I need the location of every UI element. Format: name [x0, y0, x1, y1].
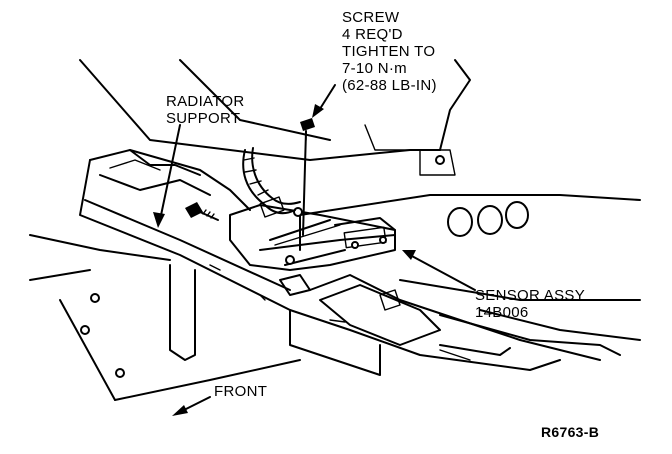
- figure-reference: R6763-B: [541, 424, 600, 440]
- screw-callout: SCREW 4 REQ'D TIGHTEN TO 7-10 N·m (62-88…: [342, 9, 437, 94]
- screw-callout-line: TIGHTEN TO: [342, 43, 436, 60]
- body-panel: [79, 59, 641, 251]
- radiator-support-line: SUPPORT: [166, 110, 241, 127]
- radiator-support-line: RADIATOR: [166, 93, 245, 110]
- sensor-assembly: [229, 204, 396, 296]
- screw-callout-line: 7-10 N·m: [342, 60, 407, 77]
- sensor-assy-line: 14B006: [475, 304, 529, 321]
- radiator-support-label: RADIATOR SUPPORT: [166, 93, 245, 127]
- wiring-harness: [242, 147, 301, 218]
- screw-top: [300, 118, 315, 236]
- screw-callout-line: (62-88 LB-IN): [342, 77, 437, 94]
- sensor-assy-label: SENSOR ASSY 14B006: [475, 287, 585, 321]
- front-arrow-icon: [172, 396, 211, 416]
- radiator-support-beam: [79, 149, 641, 376]
- leader-lines: [153, 84, 476, 291]
- front-label: FRONT: [214, 383, 268, 400]
- sensor-assy-line: SENSOR ASSY: [475, 287, 586, 304]
- screw-left: [185, 202, 219, 221]
- screw-callout-line: 4 REQ'D: [342, 26, 403, 43]
- screw-callout-line: SCREW: [342, 9, 400, 26]
- side-panel: [29, 234, 301, 401]
